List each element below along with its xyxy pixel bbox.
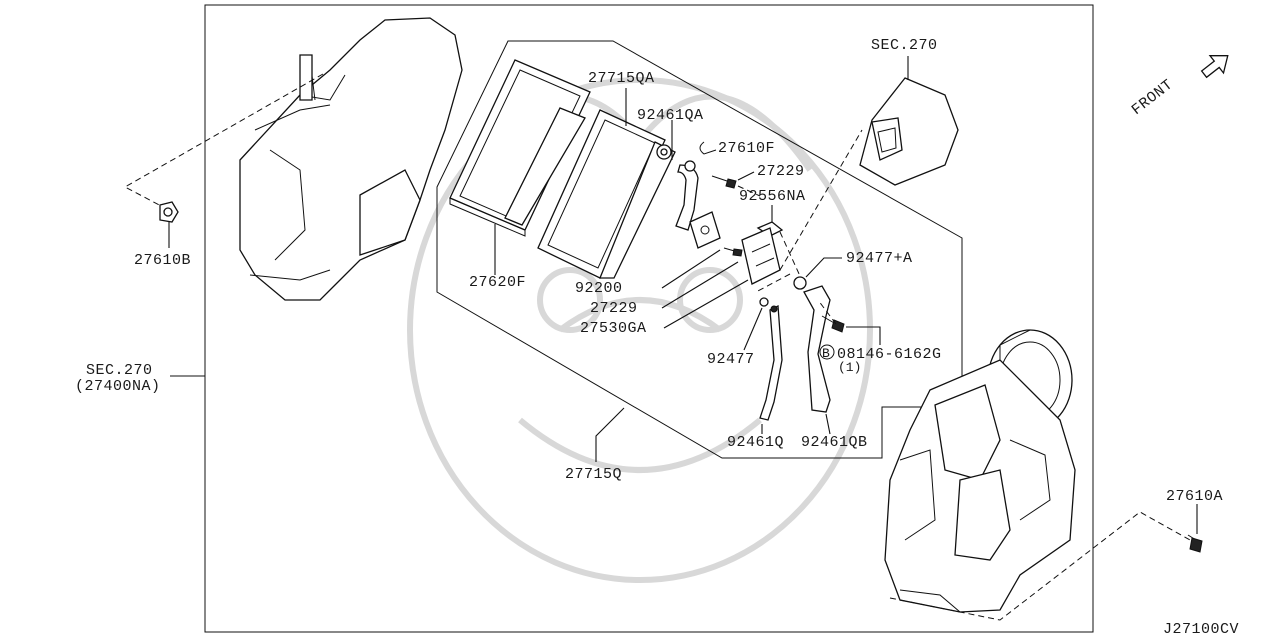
screw-27229-lower [723,247,743,257]
callout-27610F: 27610F [718,140,775,157]
front-label: FRONT [1129,76,1177,119]
callout-92477: 92477 [707,351,755,368]
leader-92477A [805,257,842,278]
callout-92461Q: 92461Q [727,434,784,451]
outer-frame [204,4,1094,633]
front-arrow-icon [1200,54,1229,79]
pipe-92461QB [803,285,831,413]
leader-27229-lower [661,261,739,309]
callout-27229-lower: 27229 [590,300,638,317]
clip-27610B [159,201,179,223]
valve-27530GA [741,227,781,285]
screw-27610A [1187,534,1203,553]
callout-92461QB: 92461QB [801,434,868,451]
core-27620F [449,59,591,237]
core-27715QA [537,109,676,279]
clip-27610F [699,141,717,155]
dash-sec270-top [779,129,863,271]
screw-27229-upper [711,175,737,189]
callout-27530GA: 27530GA [580,320,647,337]
callout-08146: 08146-6162G [837,346,942,363]
valve-92200 [689,211,721,249]
callout-27620F: 27620F [469,274,526,291]
callout-92200: 92200 [575,280,623,297]
callout-08146-prefix: B [822,346,830,361]
section-ref-left: SEC.270 [86,362,153,379]
callout-27715QA: 27715QA [588,70,655,87]
section-ref-left-sub: (27400NA) [75,378,161,395]
dash-pipes [737,185,837,325]
leader-92461QB [825,413,831,435]
leader-27229-upper [737,171,755,181]
dash-27610A [889,511,1191,621]
oring-92477A [793,276,807,290]
callout-08146-qty: (1) [838,360,861,375]
pipe-92461QA [675,160,699,231]
leader-27715Q [595,407,625,462]
callout-27715Q: 27715Q [565,466,622,483]
right-blower-housing [884,329,1076,613]
diagram-code: J27100CV [1163,621,1239,638]
section-ref-top: SEC.270 [871,37,938,54]
callout-27610A: 27610A [1166,488,1223,505]
watermark-emblem [407,77,873,583]
leader-27530GA [663,279,749,329]
dash-27610B [123,73,324,209]
callout-92477A: 92477+A [846,250,913,267]
pipe-92461Q [759,304,783,421]
leader-08146 [846,326,881,345]
callout-92556NA: 92556NA [739,188,806,205]
kit-outline [436,40,963,459]
callout-92461QA: 92461QA [637,107,704,124]
callout-27229-upper: 27229 [757,163,805,180]
bolt-08146 [821,315,845,333]
cover-sec270-top [859,77,959,186]
callout-08146-prefix-circle [819,344,835,360]
leader-92200 [661,249,721,289]
oring-92477 [759,297,769,307]
left-heater-housing [239,17,463,301]
leader-92477 [743,307,763,351]
callout-27610B: 27610B [134,252,191,269]
